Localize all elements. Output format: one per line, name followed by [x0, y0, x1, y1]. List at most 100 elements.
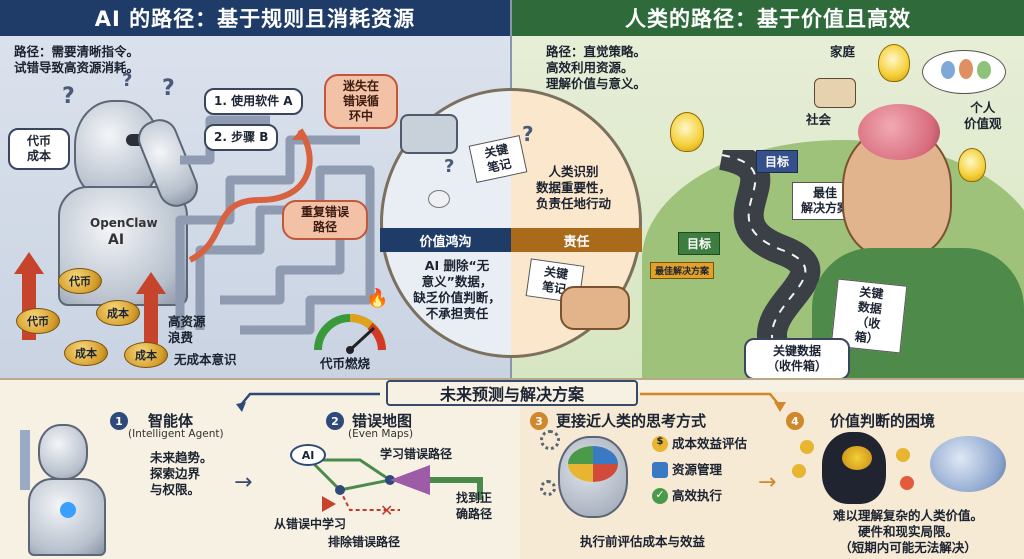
- ai-node: AI: [290, 444, 326, 466]
- arrow-head-icon: [14, 252, 44, 274]
- section-title-dilemma: 价值判断的困境: [830, 412, 936, 430]
- human-path-title: 人类的路径：基于价值且高效: [512, 0, 1024, 36]
- cost-benefit-item: $ 成本效益评估: [652, 436, 747, 452]
- resource-mgmt-item: 资源管理: [652, 462, 722, 478]
- evaluate-caption: 执行前评估成本与效益: [580, 534, 706, 549]
- thought-bubble: [922, 50, 1006, 94]
- responsibility-label: 责任: [511, 228, 642, 252]
- token-burn-gauge: [314, 314, 386, 354]
- learn-error-path: 学习错误路径: [380, 447, 453, 461]
- future-arrows: [236, 392, 786, 412]
- crumpled-paper-icon: [428, 190, 450, 208]
- high-waste-label: 高资源 浪费: [168, 314, 206, 345]
- flame-icon: 🔥: [366, 288, 389, 309]
- question-mark-icon: ?: [122, 70, 133, 91]
- robot-label: OpenClaw: [90, 216, 158, 230]
- question-mark-icon: ?: [522, 122, 534, 146]
- value-gap-label: 价值鸿沟: [380, 228, 511, 252]
- section-number: 2: [326, 412, 344, 430]
- best-solution-sign: 最佳解决方案: [650, 262, 715, 279]
- section-title-agent: 智能体: [148, 412, 194, 430]
- section-number: 4: [786, 412, 804, 430]
- coin-cost: 成本: [96, 300, 140, 326]
- future-title: 未来预测与解决方案: [386, 380, 638, 406]
- agent-text: 未来趋势。 探索边界 与权限。: [150, 450, 213, 497]
- goal-sign: 目标: [756, 150, 799, 173]
- maze-diagram: [175, 115, 375, 335]
- exclude-error-path: 排除错误路径: [328, 535, 401, 549]
- robot-hand: [400, 114, 458, 154]
- lightbulb-icon: [878, 44, 910, 82]
- check-icon: ✓: [652, 488, 668, 504]
- robot-profile: [558, 436, 628, 518]
- brain-segments-icon: [568, 446, 618, 482]
- coin-cost: 成本: [64, 340, 108, 366]
- gear-icon: [540, 480, 556, 496]
- dollar-icon: $: [652, 436, 668, 452]
- society-label: 社会: [806, 112, 832, 127]
- lightbulb-icon: [670, 112, 704, 152]
- ai-intro: 路径：需要清晰指令。 试错导致高资源消耗。: [14, 44, 140, 75]
- personal-values-label: 个人 价值观: [964, 100, 1002, 131]
- person-icon: [941, 61, 955, 79]
- human-intro: 路径：直觉策略。 高效利用资源。 理解价值与意义。: [546, 44, 647, 91]
- rising-arrow-icon: [20, 430, 30, 490]
- human-path-panel: 人类的路径：基于价值且高效 路径：直觉策略。 高效利用资源。 理解价值与意义。 …: [512, 0, 1024, 380]
- emoji-face-icon: [896, 448, 910, 462]
- section-title-error-map: 错误地图: [352, 412, 413, 430]
- emoji-face-icon: [792, 464, 806, 478]
- section-number: 3: [530, 412, 548, 430]
- value-gap-band: 价值鸿沟 责任: [380, 228, 642, 252]
- person-icon: [959, 59, 973, 79]
- lost-in-loop-tag: 迷失在 错误循 环中: [324, 74, 398, 129]
- error-map-diagram: ✕: [308, 458, 483, 520]
- inbox-label: 关键数据 （收件箱）: [744, 338, 850, 380]
- no-cost-awareness: 无成本意识: [174, 352, 237, 367]
- emoji-face-icon: [900, 476, 914, 490]
- learn-from-errors: 从错误中学习: [274, 517, 347, 531]
- emoji-face-icon: [800, 440, 814, 454]
- lightbulb-icon: [958, 148, 986, 182]
- brain-icon: [858, 104, 940, 160]
- gauge-label: 代币燃烧: [320, 356, 371, 371]
- family-label: 家庭: [830, 44, 856, 59]
- ai-path-title: AI 的路径：基于规则且消耗资源: [0, 0, 510, 36]
- robot-label-ai: AI: [108, 232, 125, 248]
- goal-sign-2: 目标: [678, 232, 721, 255]
- ai-deletes-text: AI 删除“无 意义”数据， 缺乏价值判断， 不承担责任: [413, 258, 501, 321]
- agent-robot-head: [38, 424, 88, 480]
- road: [718, 150, 821, 380]
- gear-icon: [540, 430, 560, 450]
- dilemma-text: 难以理解复杂的人类价值。 硬件和现实局限。 （短期内可能无法解决）: [832, 508, 983, 555]
- power-core-icon: [60, 502, 76, 518]
- section-title-humanlike: 更接近人类的思考方式: [556, 412, 707, 430]
- family-icon: [814, 78, 856, 108]
- human-silhouette: [822, 432, 886, 504]
- coin-token: 代币: [16, 308, 60, 334]
- section-subtitle-error-map: (Even Maps): [348, 428, 414, 440]
- arrow-right-icon: →: [234, 470, 253, 495]
- step2-label: 2. 步骤 B: [204, 124, 279, 151]
- person-icon: [977, 61, 991, 79]
- brain-icon: [930, 436, 1006, 492]
- svg-text:✕: ✕: [380, 501, 393, 520]
- human-recognizes-text: 人类识别 数据重要性， 负责任地行动: [536, 164, 612, 211]
- agent-robot-body: [28, 478, 106, 556]
- token-cost-bubble: 代币 成本: [8, 128, 70, 170]
- human-hand: [560, 286, 630, 330]
- arrow-right-icon: →: [758, 470, 777, 495]
- coin-cost: 成本: [124, 342, 168, 368]
- glowing-brain-icon: [842, 446, 872, 470]
- question-mark-icon: ?: [162, 76, 175, 101]
- repeat-error-tag: 重复错误 路径: [282, 200, 368, 240]
- rising-arrow-icon: [144, 290, 158, 350]
- step1-label: 1. 使用软件 A: [204, 88, 303, 115]
- arrow-head-icon: [136, 272, 166, 294]
- coin-token: 代币: [58, 268, 102, 294]
- section-subtitle-agent: (Intelligent Agent): [128, 428, 224, 440]
- question-mark-icon: ?: [62, 84, 75, 109]
- question-mark-icon: ?: [444, 156, 455, 177]
- resource-icon: [652, 462, 668, 478]
- section-number: 1: [110, 412, 128, 430]
- efficient-exec-item: ✓ 高效执行: [652, 488, 722, 504]
